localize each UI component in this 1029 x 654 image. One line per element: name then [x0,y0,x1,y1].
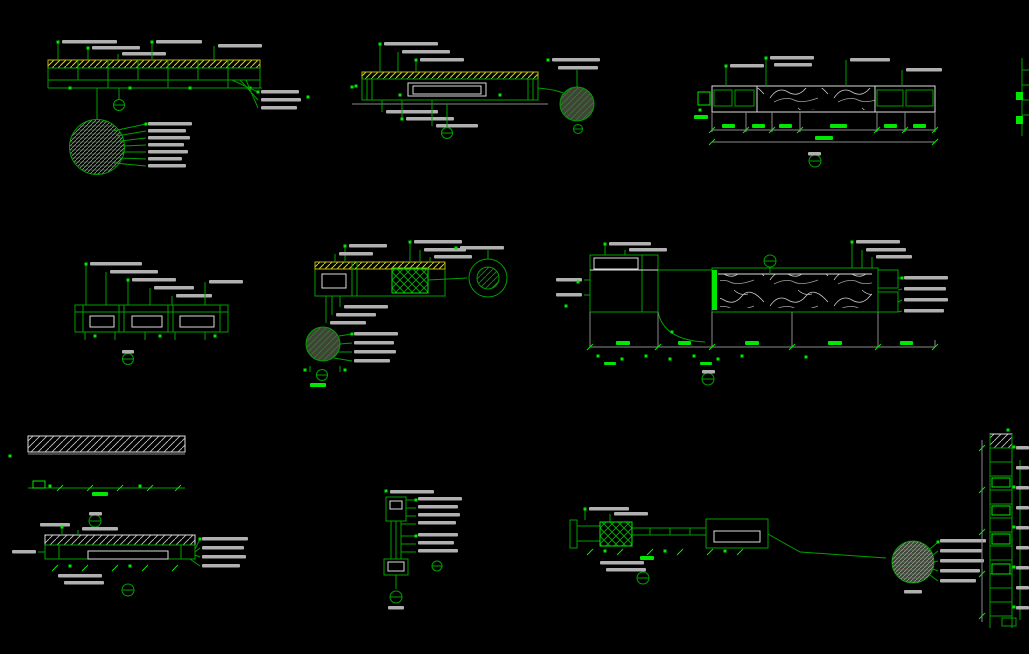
detail-bottom-left-wall[interactable] [8,435,186,496]
detail-top-left-elevation[interactable] [47,40,301,175]
detail-right-section-strip[interactable] [978,433,1029,628]
marble-panel [720,274,872,308]
hatched-top-rail [361,71,539,80]
hatched-wall-strip [27,435,186,453]
detail-bottom-left-section[interactable] [12,512,248,597]
detail-mid-right-elevation[interactable] [556,240,948,386]
detail-mid-center-section[interactable] [303,240,508,387]
stray-marks[interactable] [306,85,1010,432]
detail-mid-left-plan[interactable] [74,262,243,365]
detail-top-right-elevation[interactable] [694,56,1029,168]
hatched-top-rail [314,261,446,270]
marble-panel [757,88,875,110]
crosshatched-blocking [599,521,633,547]
detail-bottom-center-section[interactable] [383,489,462,610]
detail-top-middle-elevation[interactable] [352,42,600,139]
hatched-top [44,534,196,546]
crosshatched-blocking [391,267,429,294]
detail-bottom-right-plan[interactable] [569,507,986,594]
blowup-detail-bubble [69,119,125,175]
